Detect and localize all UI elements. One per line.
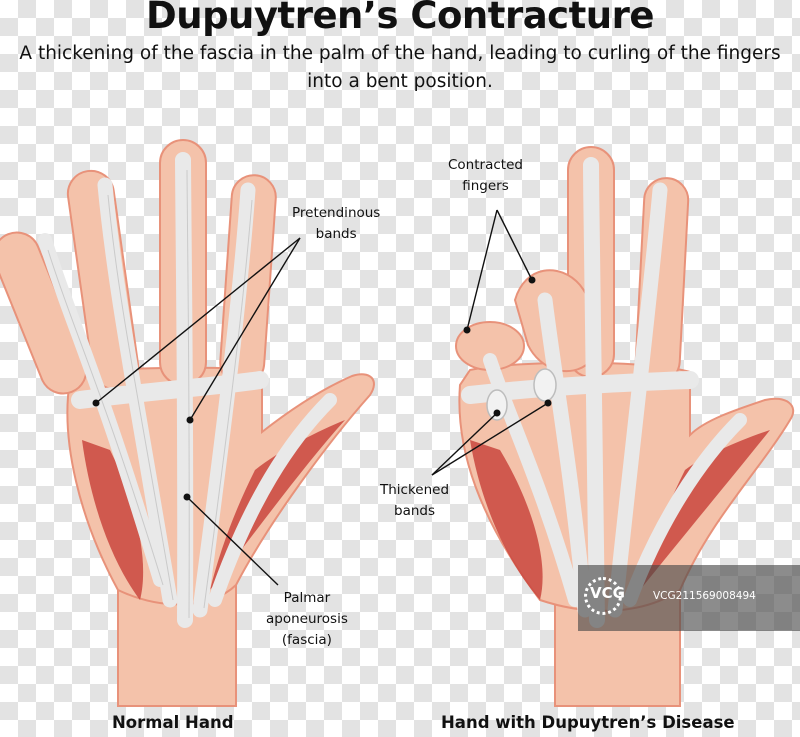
palmar-leader	[186, 496, 279, 586]
normal-hand-hypothenar-muscle	[82, 440, 144, 600]
caption-normal-hand: Normal Hand	[112, 713, 234, 732]
watermark-logo-icon	[584, 577, 622, 615]
watermark: VCG VCG211569008494	[578, 565, 800, 631]
page-title: Dupuytren’s Contracture	[146, 0, 654, 37]
contracted-leader-1	[466, 209, 498, 331]
watermark-brand: VCG	[590, 584, 625, 602]
watermark-id: VCG211569008494	[653, 590, 756, 602]
label-pretendinous-bands: Pretendinous bands	[292, 205, 381, 242]
caption-disease-hand: Hand with Dupuytren’s Disease	[441, 713, 735, 732]
pretendinous-leader-2	[189, 237, 301, 421]
disease-hand-thenar-muscle	[640, 430, 770, 590]
label-contracted-fingers: Contracted fingers	[448, 157, 523, 194]
label-palmar-aponeurosis: Palmar aponeurosis (fascia)	[266, 590, 348, 648]
thickened-leader-2	[431, 402, 549, 476]
disease-hand-hypothenar-muscle	[470, 440, 543, 600]
callout-lines	[95, 209, 549, 586]
subtitle-line-2: into a bent position.	[307, 71, 493, 92]
subtitle-line-1: A thickening of the fascia in the palm o…	[19, 43, 781, 64]
page-subtitle: A thickening of the fascia in the palm o…	[0, 40, 800, 96]
callout-dots	[92, 276, 552, 501]
disease-hand-nodule-2	[533, 368, 557, 402]
thickened-leader-1	[431, 412, 498, 476]
contracted-leader-2	[496, 209, 533, 281]
pretendinous-leader-1	[95, 237, 301, 404]
label-thickened-bands: Thickened bands	[380, 482, 450, 519]
disease-hand-nodule-1	[486, 389, 508, 421]
